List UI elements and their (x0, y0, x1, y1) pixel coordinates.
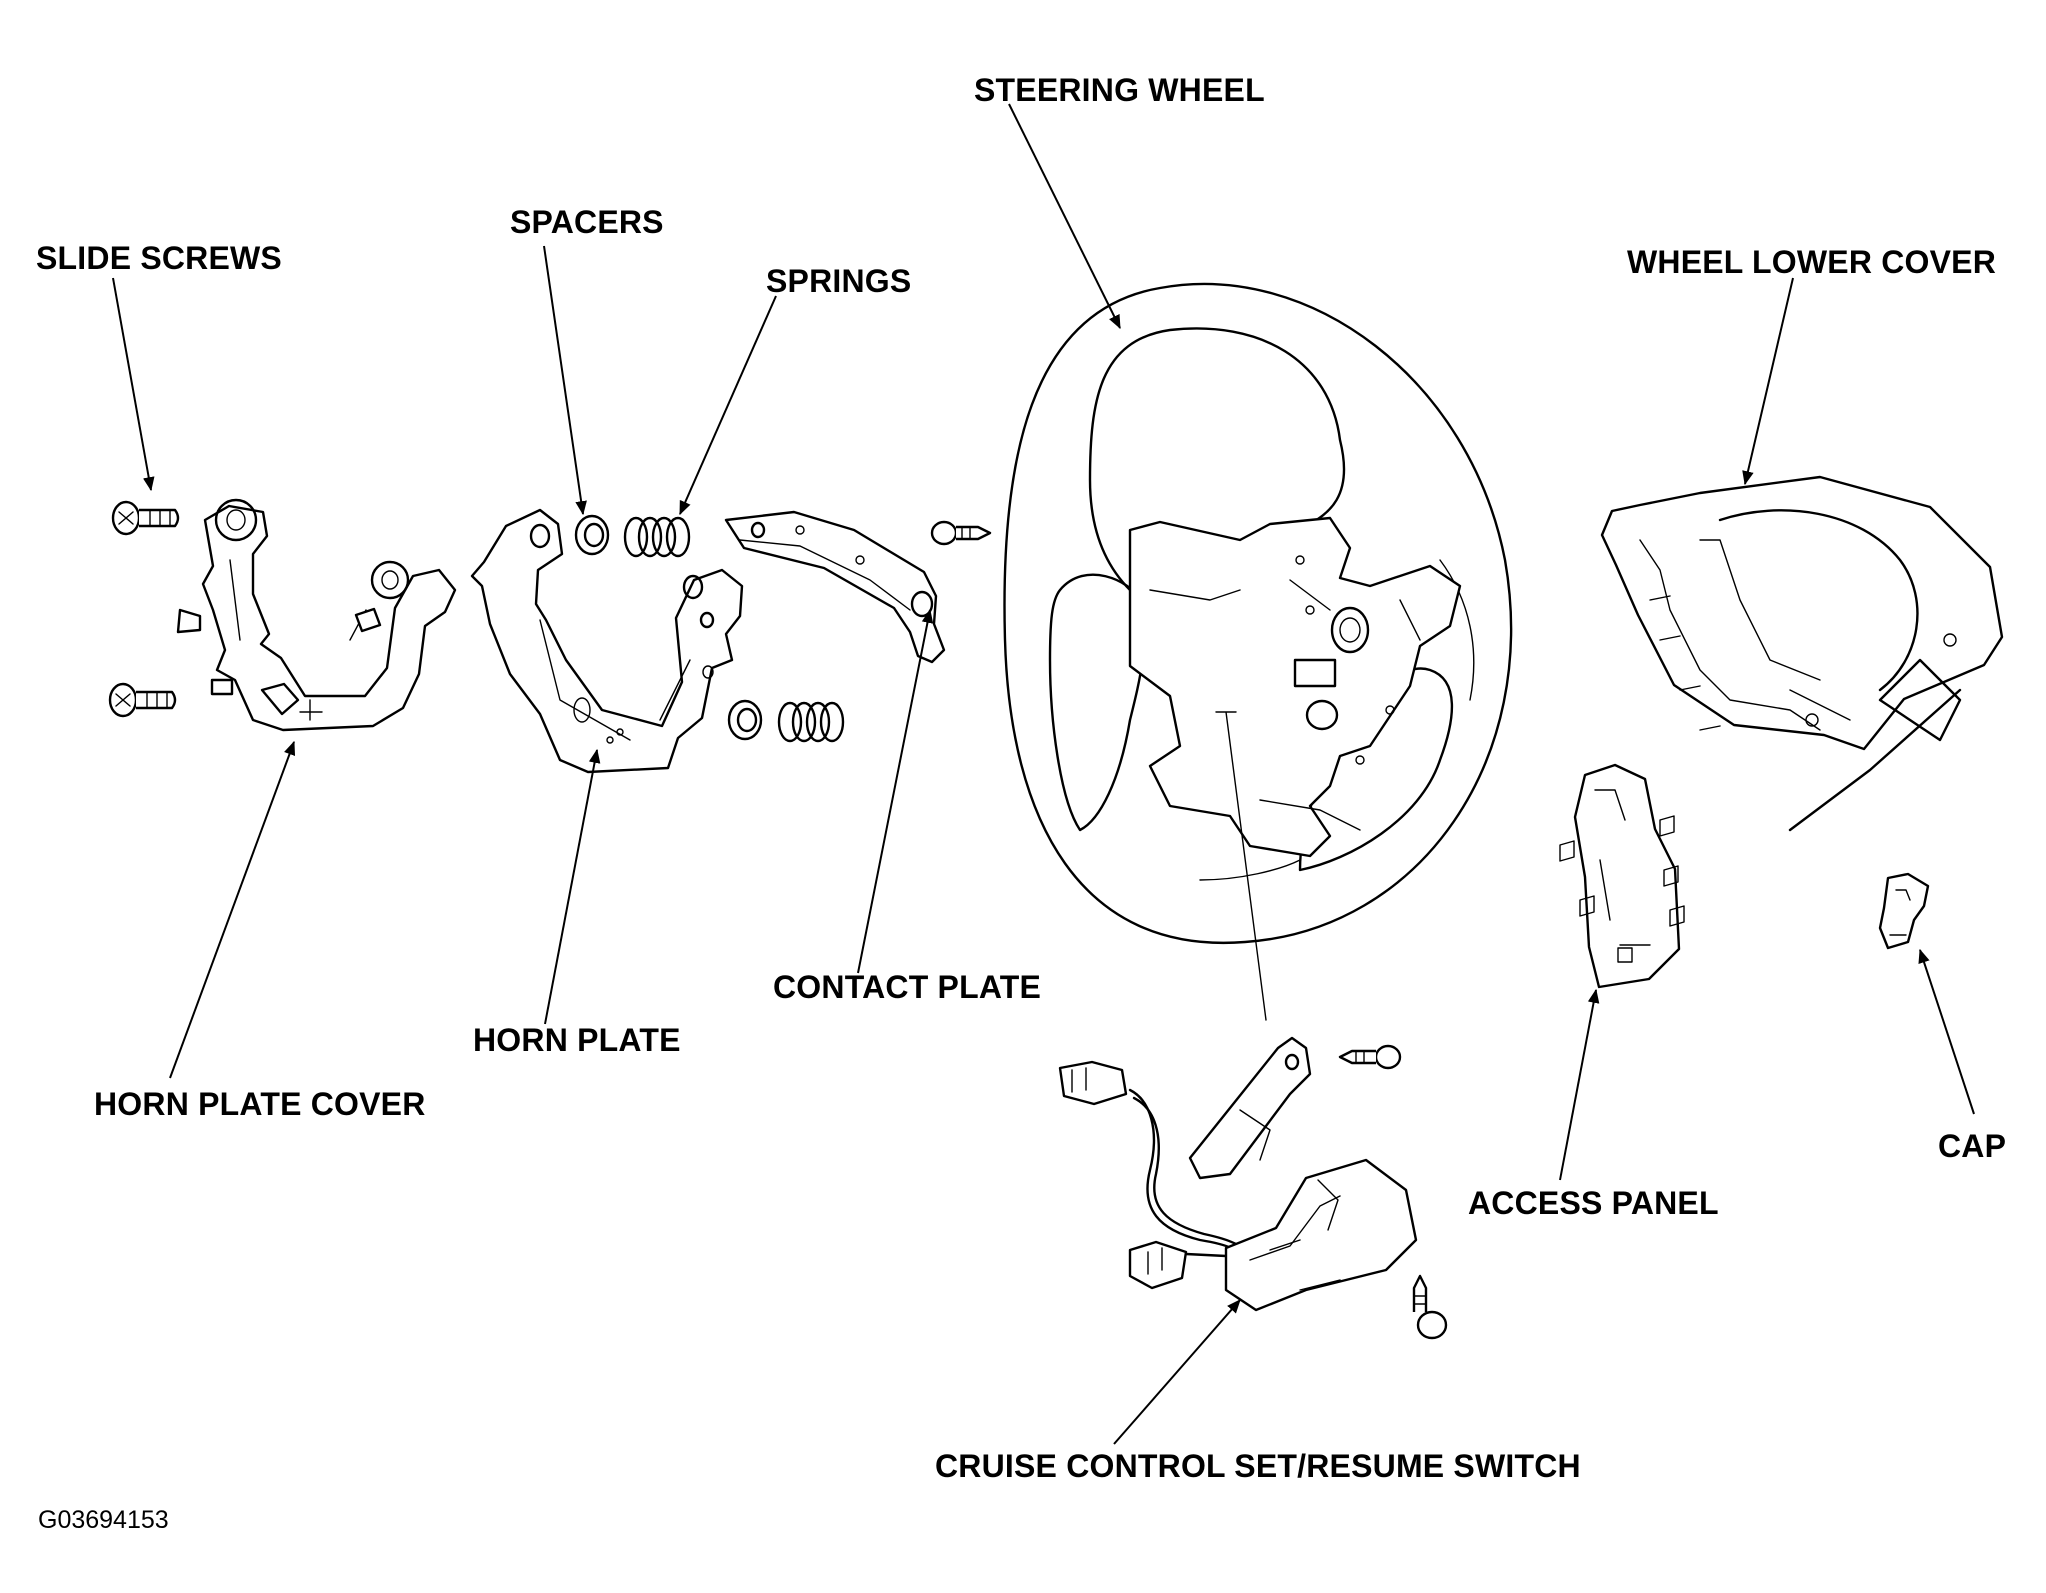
horn-plate-cover (176, 498, 457, 732)
label-slide-screws: SLIDE SCREWS (36, 240, 282, 276)
access-panel (1559, 763, 1685, 989)
cap (1878, 872, 1930, 950)
spacer-lower (727, 699, 763, 741)
bracket-screw (1338, 1044, 1402, 1070)
spacer-upper (574, 514, 610, 556)
label-cap: CAP (1938, 1128, 2007, 1164)
cruise-harness (1058, 1060, 1248, 1290)
steering-wheel (1003, 282, 1513, 1021)
figure-id: G03694153 (38, 1506, 169, 1534)
label-wheel-lower-cover: WHEEL LOWER COVER (1627, 244, 1997, 280)
horn-plate (470, 508, 744, 774)
slide-screw-upper (111, 500, 180, 536)
label-cruise-switch: CRUISE CONTROL SET/RESUME SWITCH (935, 1448, 1581, 1484)
cruise-bracket (1188, 1036, 1312, 1180)
label-horn-plate-cover: HORN PLATE COVER (94, 1086, 426, 1122)
cruise-switch (1224, 1158, 1418, 1312)
label-spacers: SPACERS (510, 204, 664, 240)
leader-lines (112, 103, 1975, 1445)
label-access-panel: ACCESS PANEL (1468, 1185, 1719, 1221)
spring-upper (623, 516, 691, 558)
contact-screw (930, 520, 992, 546)
contact-plate (724, 510, 946, 664)
switch-screw (1412, 1274, 1448, 1340)
wheel-lower-cover (1600, 475, 2004, 832)
label-contact-plate: CONTACT PLATE (773, 969, 1042, 1005)
label-horn-plate: HORN PLATE (473, 1022, 681, 1058)
label-steering-wheel: STEERING WHEEL (974, 72, 1265, 108)
label-springs: SPRINGS (766, 263, 912, 299)
spring-lower (777, 701, 845, 743)
slide-screw-lower (108, 682, 177, 718)
